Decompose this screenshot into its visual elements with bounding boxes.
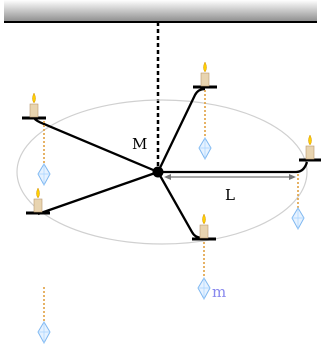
crystal-drop-icon xyxy=(197,242,211,301)
label-drop-mass: m xyxy=(212,283,226,301)
label-center-mass: M xyxy=(132,135,147,153)
arm-bottom xyxy=(156,171,204,240)
dimension-arrow-L xyxy=(164,174,296,180)
crystal-drop-icon xyxy=(291,174,305,231)
arm-top-right xyxy=(156,87,206,173)
arms xyxy=(33,87,309,240)
crystal-drop-icon xyxy=(37,121,51,187)
falling-crystal-drop-icon xyxy=(37,287,51,345)
candle-icon xyxy=(193,61,217,89)
candle-icon xyxy=(22,92,46,120)
ceiling-bar xyxy=(4,0,317,22)
candle-icon xyxy=(299,134,321,162)
arm-right xyxy=(158,161,309,174)
label-arm-length: L xyxy=(225,186,235,204)
candle-icon xyxy=(192,213,216,241)
center-hub xyxy=(152,166,164,178)
rotation-ellipse xyxy=(16,99,308,245)
ceiling xyxy=(4,0,317,23)
arm-lower-left xyxy=(37,170,159,216)
crystal-drop-icon xyxy=(198,90,212,161)
candle-icon xyxy=(26,187,50,215)
